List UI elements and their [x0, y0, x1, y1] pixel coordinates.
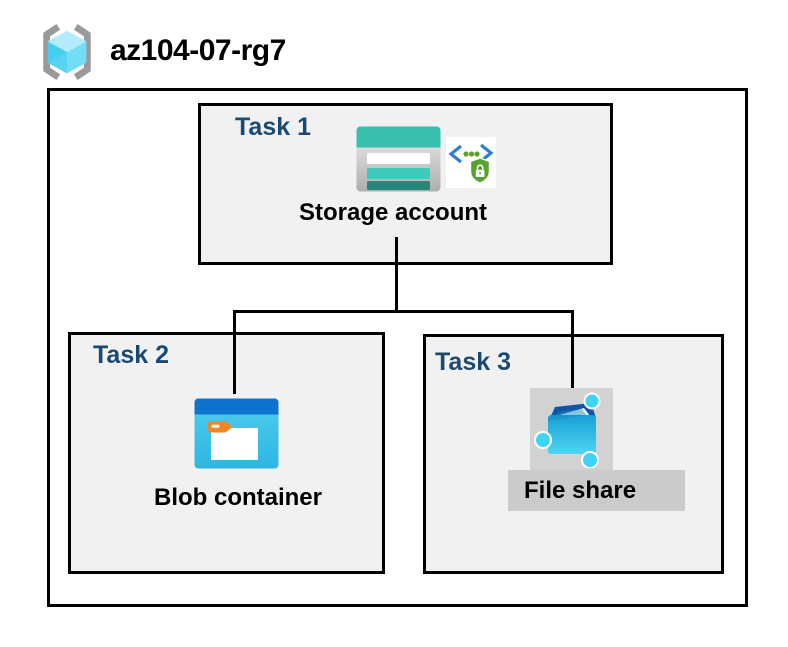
blob-container-icon: [194, 398, 279, 474]
resource-group-icon: [36, 20, 98, 89]
connector-to-blob: [233, 310, 236, 394]
task2-label: Task 2: [93, 341, 169, 369]
storage-account-icon: [356, 126, 441, 197]
task1-label: Task 1: [235, 113, 311, 141]
secured-endpoint-icon: [446, 137, 496, 193]
connector-to-fileshare: [571, 310, 574, 389]
storage-account-label: Storage account: [298, 199, 488, 226]
file-share-icon-highlight: [530, 388, 613, 470]
task2-box: Task 2: [68, 332, 385, 574]
file-share-label: File share: [524, 477, 637, 504]
resource-group-title: az104-07-rg7: [110, 34, 286, 67]
file-share-icon: [534, 390, 609, 473]
file-share-label-highlight: File share: [508, 470, 685, 511]
connector-storage-stem: [395, 237, 398, 313]
task3-label: Task 3: [435, 348, 511, 376]
blob-container-label: Blob container: [153, 484, 322, 511]
connector-horizontal: [233, 310, 574, 313]
